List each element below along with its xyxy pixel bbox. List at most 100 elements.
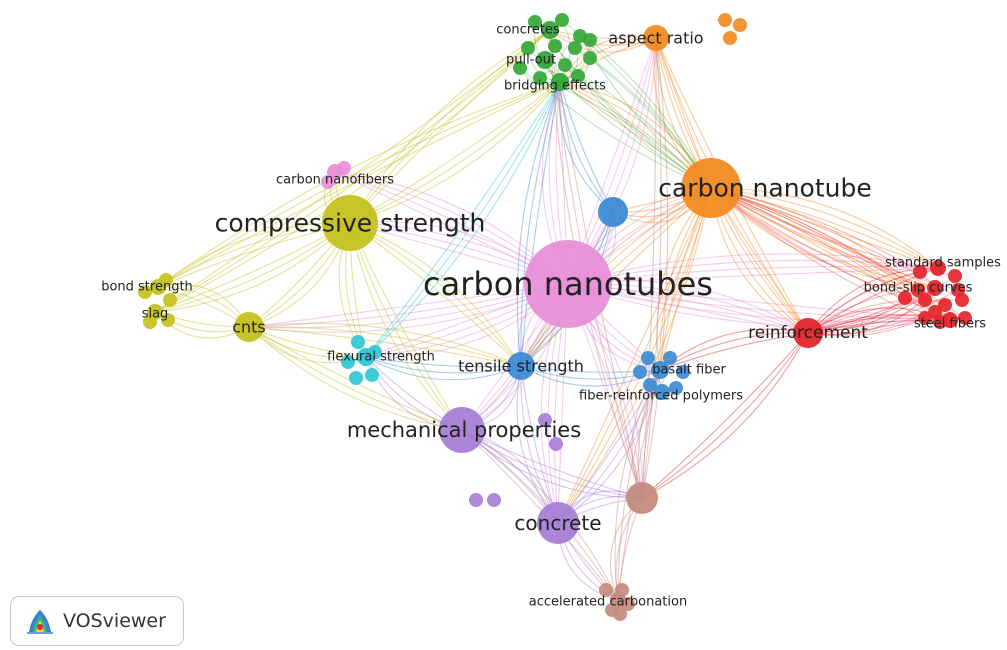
node-basalt[interactable]: [651, 361, 669, 379]
green-satellite-node[interactable]: [558, 58, 572, 72]
link-tensile-flex-2: [365, 356, 522, 368]
link-cnt_orange-red-sat-8: [710, 187, 941, 323]
node-tensile[interactable]: [507, 352, 535, 380]
red-satellite-node[interactable]: [918, 293, 932, 307]
node-flex[interactable]: [357, 348, 375, 366]
red-satellite-node[interactable]: [958, 311, 972, 325]
node-accel[interactable]: [610, 592, 626, 608]
yellow-satellite-node[interactable]: [138, 285, 152, 299]
red-satellite-node[interactable]: [913, 265, 927, 279]
blue-satellite-node[interactable]: [669, 381, 683, 395]
link-cnts-tensile-1: [248, 326, 522, 367]
node-aspect[interactable]: [643, 25, 669, 51]
link-flex-bridging-2: [365, 81, 561, 358]
link-brown_hub-aspect-1: [641, 37, 662, 499]
link-flex-bridging-1: [365, 81, 561, 358]
node-bond[interactable]: [150, 279, 166, 295]
brown-satellite-node[interactable]: [613, 607, 627, 621]
node-mech[interactable]: [439, 407, 485, 453]
node-label-frp: fiber-reinforced polymers: [579, 389, 743, 404]
link-cnt_orange-bondslip-2: [710, 187, 936, 289]
node-cnts_pink[interactable]: [524, 240, 612, 328]
green-satellite-node[interactable]: [568, 41, 582, 55]
link-cnt_orange-tensile-0: [520, 187, 712, 367]
link-cnt_orange-std-2: [710, 187, 939, 269]
blue-satellite-node[interactable]: [676, 365, 690, 379]
red-satellite-node[interactable]: [938, 298, 952, 312]
green-satellite-node[interactable]: [528, 15, 542, 29]
node-reinf[interactable]: [793, 318, 823, 348]
brown-satellite-node[interactable]: [599, 583, 613, 597]
node-label-cnts_pink: carbon nanotubes: [423, 265, 713, 303]
node-slag[interactable]: [147, 304, 163, 320]
orange-satellite-node[interactable]: [723, 31, 737, 45]
green-satellite-node[interactable]: [555, 13, 569, 27]
node-label-basalt: basalt fiber: [652, 363, 726, 378]
node-label-flex: flexural strength: [327, 350, 435, 365]
purple-satellite-node[interactable]: [538, 413, 552, 427]
orange-satellite-node[interactable]: [733, 18, 747, 32]
red-satellite-node[interactable]: [898, 291, 912, 305]
node-cnt_orange[interactable]: [681, 158, 741, 218]
cyan-satellite-node[interactable]: [365, 368, 379, 382]
blue-satellite-node[interactable]: [663, 351, 677, 365]
node-label-concretes: concretes: [496, 23, 560, 38]
node-label-bondslip: bond–slip curves: [864, 281, 973, 296]
link-cnt_orange-std-1: [710, 187, 939, 269]
node-blue_top[interactable]: [598, 197, 628, 227]
purple-satellite-node[interactable]: [487, 493, 501, 507]
link-slag-concretes-0: [154, 29, 551, 313]
link-cnts_pink-steel-3: [567, 283, 951, 328]
link-tensile-bridging-1: [520, 81, 561, 367]
node-steel[interactable]: [942, 312, 958, 328]
node-pullout[interactable]: [536, 51, 554, 69]
link-comp-bridging-2: [349, 81, 561, 224]
yellow-satellite-node[interactable]: [161, 313, 175, 327]
link-cnt_orange-std-0: [710, 187, 939, 269]
red-satellite-node[interactable]: [951, 283, 965, 297]
link-cnts_pink-std-0: [567, 253, 939, 285]
node-label-steel: steel fibers: [914, 317, 986, 332]
red-satellite-node[interactable]: [948, 269, 962, 283]
node-comp[interactable]: [322, 195, 378, 251]
yellow-satellite-node[interactable]: [163, 293, 177, 307]
blue-satellite-node[interactable]: [641, 351, 655, 365]
purple-satellite-node[interactable]: [549, 437, 563, 451]
link-reinf-brown_hub-1: [641, 332, 809, 499]
green-satellite-node[interactable]: [571, 69, 585, 83]
blue-satellite-node[interactable]: [633, 365, 647, 379]
node-brown_hub[interactable]: [626, 482, 658, 514]
node-bridging[interactable]: [551, 73, 569, 91]
node-bondslip[interactable]: [927, 280, 943, 296]
node-frp[interactable]: [654, 384, 670, 400]
cyan-satellite-node[interactable]: [341, 355, 355, 369]
cyan-satellite-node[interactable]: [351, 335, 365, 349]
green-satellite-node[interactable]: [513, 61, 527, 75]
link-cnt_orange-bondslip-3: [710, 187, 936, 289]
red-satellite-node[interactable]: [911, 283, 925, 297]
link-reinf-brown_hub-2: [641, 332, 809, 499]
node-std[interactable]: [930, 260, 946, 276]
node-cnts[interactable]: [234, 312, 264, 342]
green-satellite-node[interactable]: [583, 33, 597, 47]
node-label-accel: accelerated carbonation: [529, 595, 687, 610]
vosviewer-logo-badge[interactable]: VOSviewer: [10, 596, 184, 646]
link-cnts-tensile-0: [248, 322, 522, 367]
blue-satellite-node[interactable]: [643, 378, 657, 392]
node-concrete[interactable]: [537, 502, 579, 544]
green-satellite-node[interactable]: [521, 41, 535, 55]
node-cnf[interactable]: [327, 164, 343, 180]
green-satellite-node[interactable]: [548, 39, 562, 53]
green-satellite-node[interactable]: [583, 51, 597, 65]
node-concretes[interactable]: [541, 21, 559, 39]
purple-satellite-node[interactable]: [469, 493, 483, 507]
link-tensile-flex-1: [365, 356, 522, 374]
link-comp-mech-1: [349, 222, 463, 431]
link-cnt_orange-red-sat-9: [710, 187, 926, 319]
node-label-cnt_orange: carbon nanotube: [658, 174, 872, 203]
green-satellite-node[interactable]: [533, 71, 547, 85]
orange-satellite-node[interactable]: [718, 13, 732, 27]
cyan-satellite-node[interactable]: [349, 371, 363, 385]
red-satellite-node[interactable]: [918, 311, 932, 325]
